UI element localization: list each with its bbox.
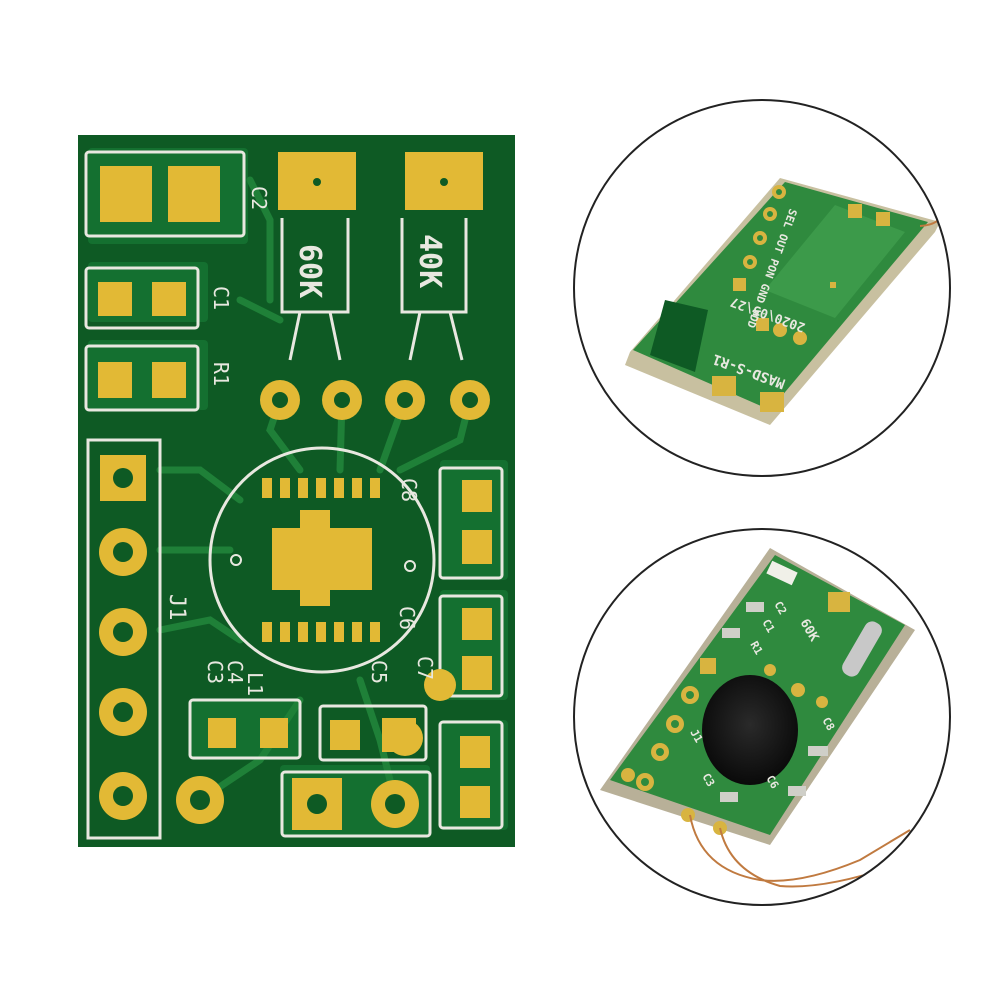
label-c1: C1 (209, 286, 233, 310)
front-label-c3: C3 (699, 771, 717, 789)
inset-frame-top (573, 99, 951, 477)
label-r1: R1 (209, 362, 233, 386)
label-l1: L1 (243, 672, 267, 696)
pad (168, 166, 220, 222)
inset-back-view: SEL OUT PON GND VDD 2020\05\27 MASD-S-R1 (573, 99, 951, 477)
label-c2: C2 (247, 186, 271, 210)
resistor-right-label: 40K (412, 234, 447, 288)
label-c3: C3 (203, 660, 227, 684)
front-label-c2: C2 (771, 599, 789, 617)
header-j1 (99, 455, 147, 820)
pad (100, 166, 152, 222)
label-c4: C4 (223, 660, 247, 684)
front-label-c8: C8 (819, 715, 837, 733)
main-pcb-board: 60K 40K C2 C1 R1 C8 C6 C7 C5 C3 C4 L1 J1 (78, 135, 515, 847)
resistor-left-label: 60K (292, 244, 327, 298)
label-c5: C5 (367, 660, 391, 684)
front-label-c1: C1 (759, 617, 777, 635)
label-c6: C6 (395, 606, 419, 630)
front-label-c6: C6 (763, 773, 781, 791)
front-label-j1: J1 (687, 727, 705, 745)
epoxy-chip (702, 675, 798, 785)
label-j1: J1 (164, 594, 189, 621)
label-c7: C7 (413, 656, 437, 680)
inset-front-view: 60K C2 C1 R1 C8 J1 C3 C6 (573, 528, 951, 906)
label-c8: C8 (397, 478, 421, 502)
resistor-60k (286, 222, 344, 308)
front-label-r1: R1 (747, 639, 765, 657)
inset-frame-bottom (573, 528, 951, 906)
through-hole-row (260, 380, 490, 420)
ic-footprint (230, 478, 416, 642)
resistor-40k (406, 222, 464, 308)
